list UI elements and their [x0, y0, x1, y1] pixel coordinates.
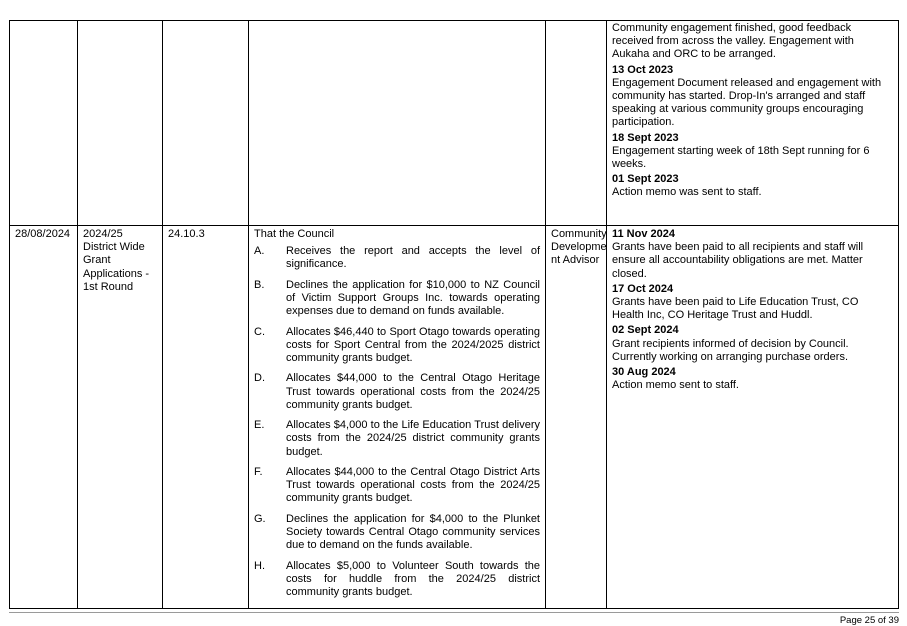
resolution-letter: C.: [254, 325, 265, 338]
resolution-item: H. Allocates $5,000 to Volunteer South to…: [254, 560, 540, 600]
update-text: Grant recipients informed of decision by…: [612, 337, 849, 363]
resolution-letter: E.: [254, 419, 265, 432]
resolution-item: B. Declines the application for $10,000 t…: [254, 279, 540, 319]
page-number: Page 25 of 39: [839, 615, 899, 626]
resolution-letter: H.: [254, 559, 265, 572]
responsible-cell: Community Developme nt Advisor: [545, 224, 607, 610]
update-date: 18 Sept 2023: [612, 131, 679, 144]
resolution-item: A. Receives the report and accepts the le…: [254, 245, 540, 271]
resolution-cell: That the Council A. Receives the report a…: [248, 224, 546, 610]
date-cell: [9, 20, 78, 226]
ref-cell: [162, 20, 249, 226]
update-text: Community engagement finished, good feed…: [612, 22, 854, 61]
resolution-list: A. Receives the report and accepts the le…: [254, 245, 540, 599]
resolution-letter: F.: [254, 465, 263, 478]
ref-cell: 24.10.3: [162, 224, 249, 610]
resolution-item: D. Allocates $44,000 to the Central Otago…: [254, 372, 540, 412]
item-cell: 2024/25 District Wide Grant Applications…: [77, 224, 163, 610]
table-row: Community engagement finished, good feed…: [9, 20, 899, 226]
update-date: 11 Nov 2024: [612, 228, 675, 240]
resolution-text: Allocates $44,000 to the Central Otago H…: [286, 372, 540, 411]
resolution-letter: B.: [254, 278, 265, 291]
update-text: Grants have been paid to all recipients …: [612, 241, 864, 280]
resolution-item: F. Allocates $44,000 to the Central Otago…: [254, 466, 540, 506]
resolution-letter: A.: [254, 245, 265, 258]
table-row: 28/08/2024 2024/25 District Wide Grant A…: [9, 224, 899, 610]
item-cell: [77, 20, 163, 226]
update-text: Engagement starting week of 18th Sept ru…: [612, 144, 870, 171]
update-date: 13 Oct 2023: [612, 63, 674, 76]
resolution-letter: G.: [254, 512, 266, 525]
resolution-text: Allocates $4,000 to the Life Education T…: [286, 419, 540, 458]
update-text: Action memo was sent to staff.: [612, 186, 762, 199]
footer-divider: [9, 612, 899, 613]
updates-cell: Community engagement finished, good feed…: [606, 20, 899, 226]
resolution-text: Allocates $46,440 to Sport Otago towards…: [286, 325, 540, 364]
resolution-text: Declines the application for $4,000 to t…: [286, 512, 540, 552]
actions-table: Community engagement finished, good feed…: [9, 20, 899, 610]
update-date: 02 Sept 2024: [612, 324, 679, 337]
updates-cell: 11 Nov 2024 Grants have been paid to all…: [606, 224, 899, 610]
update-text: Action memo sent to staff.: [612, 379, 739, 392]
update-text: Engagement Document released and engagem…: [612, 76, 882, 129]
update-date: 30 Aug 2024: [612, 366, 676, 379]
resolution-text: Declines the application for $10,000 to …: [286, 278, 540, 318]
resolution-item: C. Allocates $46,440 to Sport Otago towar…: [254, 326, 540, 366]
date-cell: 28/08/2024: [9, 224, 78, 610]
resolution-item: G. Declines the application for $4,000 to…: [254, 513, 540, 553]
resolution-text: Allocates $5,000 to Volunteer South towa…: [286, 559, 540, 598]
update-date: 01 Sept 2023: [612, 173, 679, 186]
resolution-text: Allocates $44,000 to the Central Otago D…: [286, 465, 540, 505]
responsible-cell: [545, 20, 607, 226]
resolution-cell: [248, 20, 546, 226]
resolution-letter: D.: [254, 372, 265, 385]
resolution-text: Receives the report and accepts the leve…: [286, 245, 540, 271]
update-date: 17 Oct 2024: [612, 282, 674, 295]
resolution-item: E. Allocates $4,000 to the Life Education…: [254, 419, 540, 459]
resolution-intro: That the Council: [254, 228, 335, 240]
update-text: Grants have been paid to Life Education …: [612, 296, 859, 322]
